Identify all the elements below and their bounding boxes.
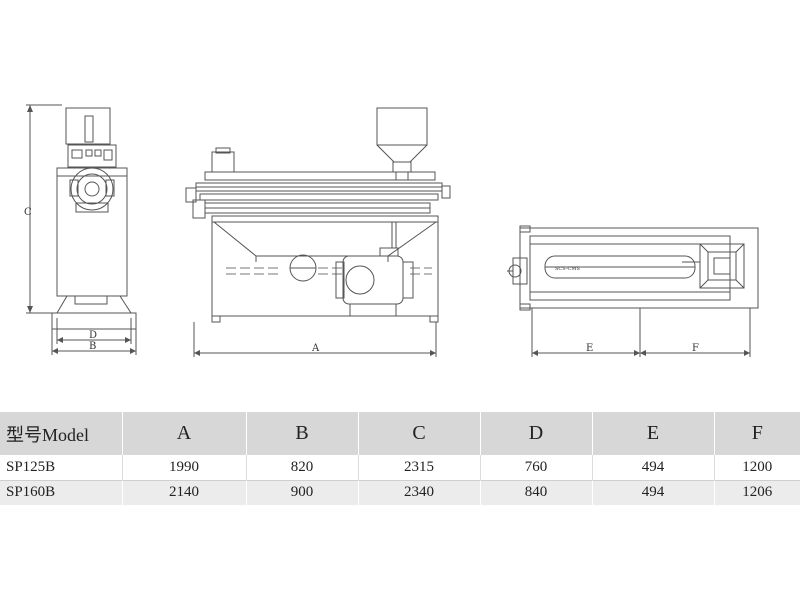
header-model: 型号Model xyxy=(6,424,89,445)
cell-c: 2340 xyxy=(357,480,480,505)
cell-f: 1200 xyxy=(713,455,800,480)
table-row: SP125B 1990 820 2315 760 494 1200 xyxy=(0,455,800,480)
table-row: SP160B 2140 900 2340 840 494 1206 xyxy=(0,480,800,505)
header-f: F xyxy=(713,412,800,455)
cell-e: 494 xyxy=(591,455,714,480)
header-a: A xyxy=(121,412,246,455)
cell-model: SP125B xyxy=(6,458,56,475)
cell-a: 2140 xyxy=(121,480,246,505)
dim-label-c: C xyxy=(24,207,32,218)
header-d: D xyxy=(479,412,592,455)
cell-b: 900 xyxy=(245,480,358,505)
cell-c: 2315 xyxy=(357,455,480,480)
dim-label-b: B xyxy=(89,341,96,352)
cell-d: 840 xyxy=(479,480,592,505)
dim-label-a: A xyxy=(311,343,320,354)
front-view xyxy=(186,108,450,357)
technical-drawing: SCS-CMS C D B A E F xyxy=(24,0,800,412)
cell-model: SP160B xyxy=(6,484,56,501)
table-header-row: 型号Model A B C D E F xyxy=(0,412,800,455)
spec-table: 型号Model A B C D E F SP125B 1990 820 2315… xyxy=(0,412,800,505)
dim-label-e: E xyxy=(586,343,593,354)
panel-text: SCS-CMS xyxy=(555,266,580,272)
top-view xyxy=(507,226,758,357)
cell-b: 820 xyxy=(245,455,358,480)
header-c: C xyxy=(357,412,480,455)
cell-d: 760 xyxy=(479,455,592,480)
dim-label-f: F xyxy=(692,343,699,354)
dim-label-d: D xyxy=(89,330,97,341)
cell-e: 494 xyxy=(591,480,714,505)
side-view xyxy=(26,105,136,355)
cell-f: 1206 xyxy=(713,480,800,505)
cell-a: 1990 xyxy=(121,455,246,480)
header-e: E xyxy=(591,412,714,455)
header-b: B xyxy=(245,412,358,455)
